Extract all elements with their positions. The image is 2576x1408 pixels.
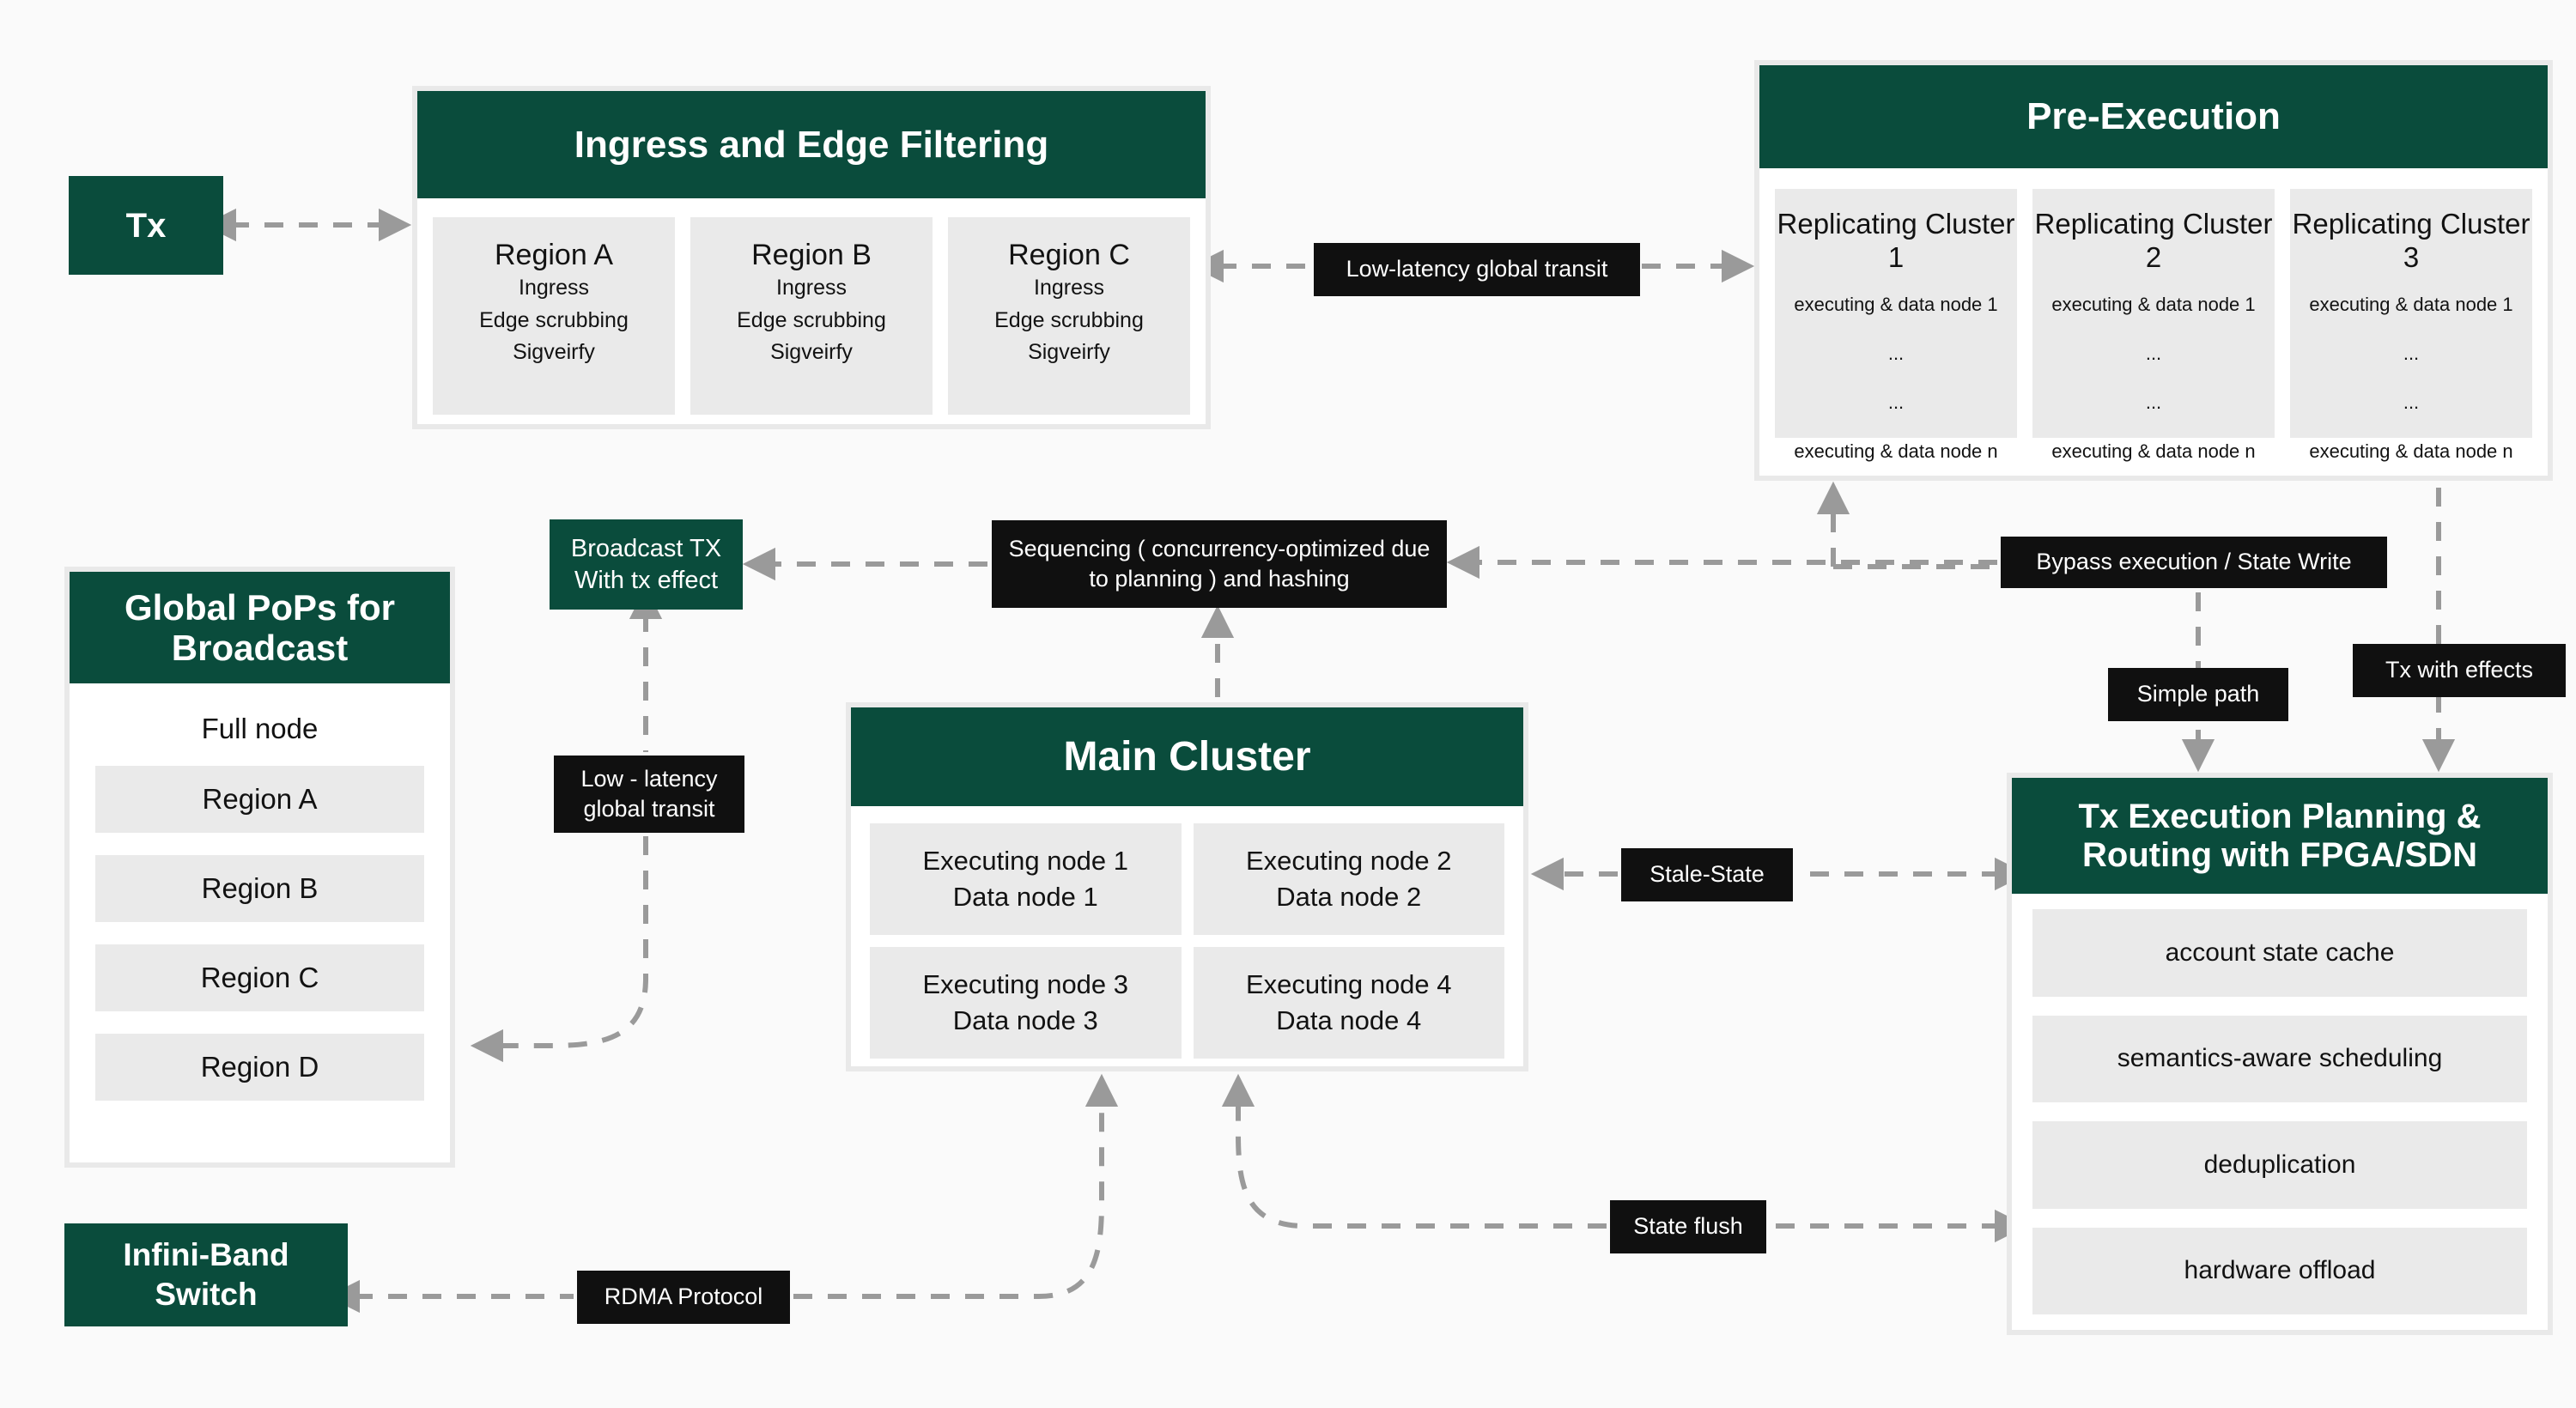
region-title: Region C bbox=[1008, 239, 1130, 271]
cluster-node: executing & data node n bbox=[2309, 440, 2513, 462]
ingress-panel: Ingress and Edge Filtering Region A Ingr… bbox=[412, 86, 1211, 429]
region-title: Region A bbox=[495, 239, 613, 271]
replicating-cluster-2: Replicating Cluster 2 executing & data n… bbox=[2032, 189, 2275, 462]
region-title: Region B bbox=[751, 239, 872, 271]
cluster-node: ... bbox=[1887, 391, 1905, 413]
cluster-node: executing & data node 1 bbox=[1794, 293, 1998, 315]
tx-planning-features: account state cache semantics-aware sche… bbox=[2012, 894, 2548, 1330]
label-stale-state: Stale-State bbox=[1621, 848, 1793, 901]
region-line: Sigveirfy bbox=[1028, 340, 1110, 365]
pre-execution-clusters-row: Replicating Cluster 1 executing & data n… bbox=[1759, 168, 2548, 476]
ingress-panel-title: Ingress and Edge Filtering bbox=[417, 91, 1206, 198]
region-line: Edge scrubbing bbox=[479, 307, 629, 332]
label-state-flush: State flush bbox=[1610, 1200, 1766, 1253]
main-cluster-node-3: Executing node 3 Data node 3 bbox=[870, 947, 1182, 1059]
cluster-node: ... bbox=[2145, 391, 2162, 413]
label-tx-with-effects: Tx with effects bbox=[2353, 644, 2566, 697]
main-cluster-node-4: Executing node 4 Data node 4 bbox=[1193, 947, 1504, 1059]
region-line: Sigveirfy bbox=[770, 340, 853, 365]
label-low-latency-global-transit-left: Low - latency global transit bbox=[554, 756, 744, 833]
label-rdma-protocol: RDMA Protocol bbox=[577, 1271, 790, 1324]
ingress-regions-row: Region A Ingress Edge scrubbing Sigveirf… bbox=[417, 198, 1206, 424]
tx-planning-panel: Tx Execution Planning & Routing with FPG… bbox=[2007, 773, 2553, 1335]
full-node-label: Full node bbox=[201, 713, 319, 744]
main-cluster-title: Main Cluster bbox=[851, 707, 1523, 806]
pops-region-a[interactable]: Region A bbox=[95, 766, 424, 833]
ingress-region-c: Region C Ingress Edge scrubbing Sigveirf… bbox=[948, 217, 1190, 415]
region-line: Ingress bbox=[776, 276, 847, 300]
tx-planning-title: Tx Execution Planning & Routing with FPG… bbox=[2012, 778, 2548, 894]
broadcast-tx-box: Broadcast TX With tx effect bbox=[550, 519, 743, 610]
wire-flush-to-maincluster bbox=[1221, 1073, 1607, 1229]
wire-planning-bottom-bus bbox=[1065, 1339, 2280, 1384]
feature-semantics-aware-scheduling[interactable]: semantics-aware scheduling bbox=[2032, 1015, 2527, 1102]
wire-rdma-to-maincluster bbox=[793, 1073, 1119, 1299]
label-low-latency-global-transit-top: Low-latency global transit bbox=[1314, 243, 1640, 296]
pops-region-b[interactable]: Region B bbox=[95, 855, 424, 922]
replicating-cluster-3: Replicating Cluster 3 executing & data n… bbox=[2290, 189, 2532, 462]
region-line: Sigveirfy bbox=[513, 340, 595, 365]
label-sequencing-and-hashing: Sequencing ( concurrency-optimized due t… bbox=[992, 520, 1447, 608]
feature-deduplication[interactable]: deduplication bbox=[2032, 1121, 2527, 1209]
feature-account-state-cache[interactable]: account state cache bbox=[2032, 909, 2527, 997]
region-line: Edge scrubbing bbox=[737, 307, 886, 332]
tx-source-label: Tx bbox=[125, 206, 167, 245]
pre-execution-panel: Pre-Execution Replicating Cluster 1 exec… bbox=[1754, 60, 2553, 481]
feature-hardware-offload[interactable]: hardware offload bbox=[2032, 1227, 2527, 1314]
cluster-node: ... bbox=[2145, 342, 2162, 364]
cluster-title: Replicating Cluster 2 bbox=[2034, 208, 2273, 273]
region-line: Ingress bbox=[1034, 276, 1104, 300]
pops-region-d[interactable]: Region D bbox=[95, 1034, 424, 1101]
cluster-node: ... bbox=[2403, 391, 2420, 413]
infiniband-switch-box: Infini-Band Switch bbox=[64, 1223, 348, 1326]
cluster-node: executing & data node n bbox=[2051, 440, 2256, 462]
cluster-node-list: executing & data node 1 ... ... executin… bbox=[2290, 290, 2532, 465]
wire-lowlat-to-regiond bbox=[470, 836, 648, 1063]
pre-execution-title: Pre-Execution bbox=[1759, 65, 2548, 168]
label-bypass-execution-state-write: Bypass execution / State Write bbox=[2001, 537, 2387, 588]
tx-source-box: Tx bbox=[69, 176, 223, 275]
main-cluster-node-2: Executing node 2 Data node 2 bbox=[1193, 823, 1504, 935]
ingress-region-b: Region B Ingress Edge scrubbing Sigveirf… bbox=[690, 217, 933, 415]
region-line: Ingress bbox=[519, 276, 589, 300]
pops-region-c[interactable]: Region C bbox=[95, 944, 424, 1011]
cluster-node: ... bbox=[1887, 342, 1905, 364]
cluster-node: executing & data node n bbox=[1794, 440, 1998, 462]
global-pops-body: Full node Region A Region B Region C Reg… bbox=[70, 683, 450, 1162]
cluster-node: executing & data node 1 bbox=[2051, 293, 2256, 315]
region-line: Edge scrubbing bbox=[994, 307, 1144, 332]
label-simple-path: Simple path bbox=[2108, 668, 2288, 721]
global-pops-title: Global PoPs for Broadcast bbox=[70, 572, 450, 683]
cluster-title: Replicating Cluster 1 bbox=[1777, 208, 2015, 273]
main-cluster-panel: Main Cluster Executing node 1 Data node … bbox=[846, 702, 1528, 1071]
ingress-region-a: Region A Ingress Edge scrubbing Sigveirf… bbox=[433, 217, 675, 415]
cluster-node: ... bbox=[2403, 342, 2420, 364]
cluster-title: Replicating Cluster 3 bbox=[2292, 208, 2530, 273]
global-pops-panel: Global PoPs for Broadcast Full node Regi… bbox=[64, 567, 455, 1168]
cluster-node: executing & data node 1 bbox=[2309, 293, 2513, 315]
replicating-cluster-1: Replicating Cluster 1 executing & data n… bbox=[1775, 189, 2017, 462]
cluster-node-list: executing & data node 1 ... ... executin… bbox=[1775, 290, 2017, 465]
main-cluster-nodes: Executing node 1 Data node 1 Executing n… bbox=[851, 806, 1523, 1066]
cluster-node-list: executing & data node 1 ... ... executin… bbox=[2032, 290, 2275, 465]
main-cluster-node-1: Executing node 1 Data node 1 bbox=[870, 823, 1182, 935]
